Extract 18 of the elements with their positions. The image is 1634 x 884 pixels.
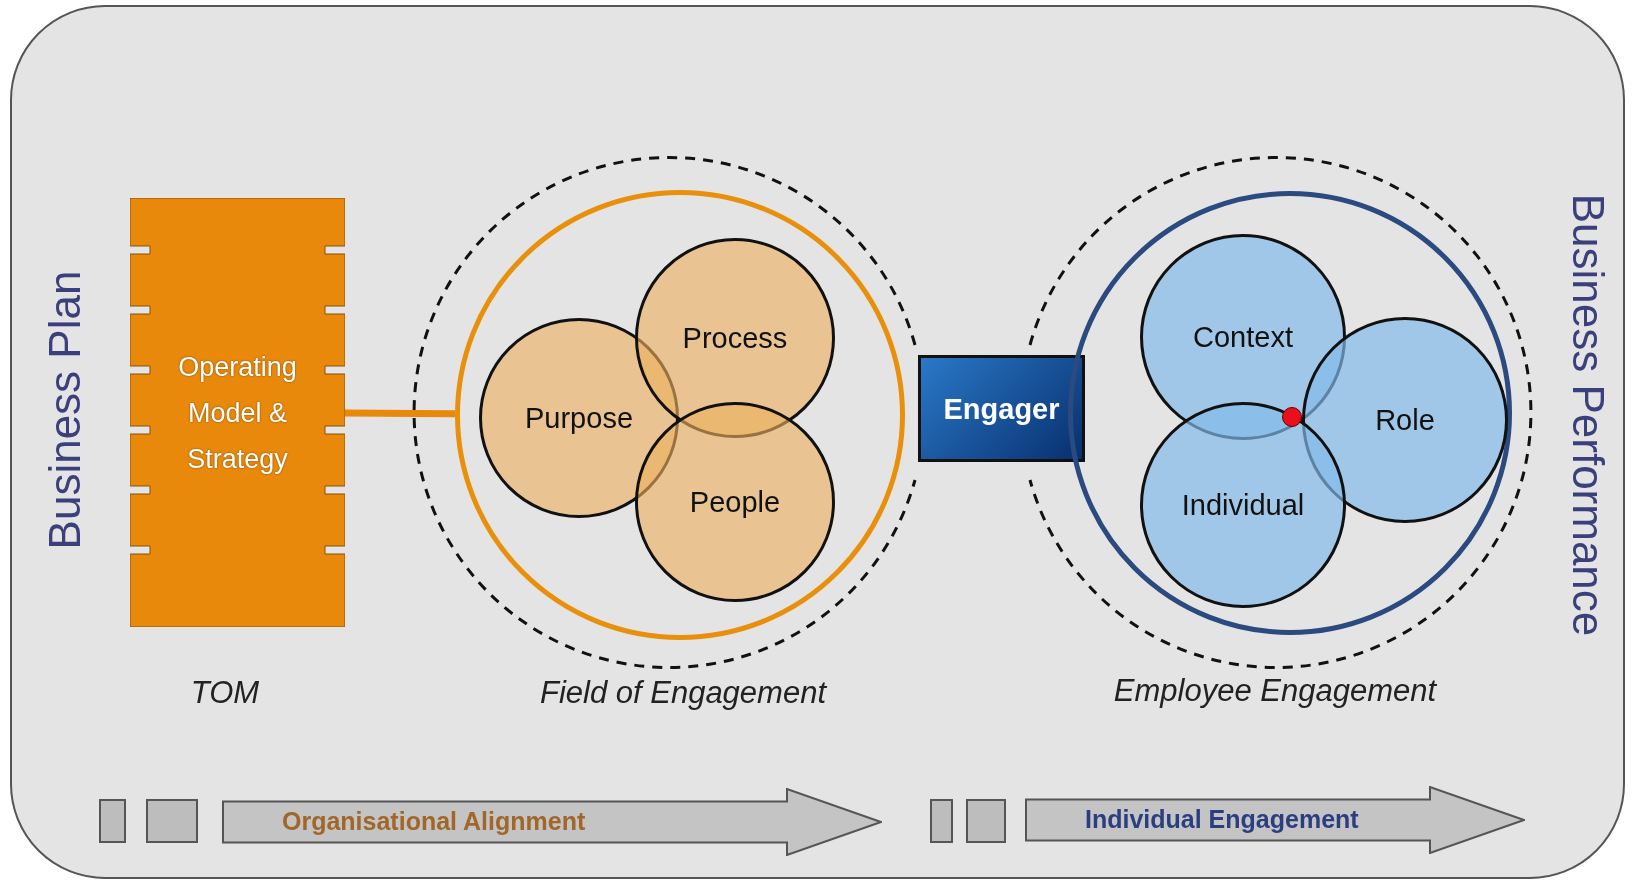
- node-label: Field of Engagement: [538, 675, 828, 711]
- circle-label: Role: [1375, 403, 1435, 437]
- connector-line: [345, 409, 456, 418]
- node-label: Employee Engagement: [1112, 673, 1438, 709]
- box-label: Engager: [943, 392, 1060, 425]
- outline-circle: [1068, 191, 1512, 635]
- arrow-label: Individual Engagement: [1085, 805, 1359, 834]
- box-label: Operating Model & Strategy: [177, 350, 298, 476]
- circle-label: Context: [1193, 320, 1293, 354]
- circle-label: Process: [682, 321, 788, 355]
- node-label: TOM: [189, 675, 261, 711]
- side-label: Business Plan: [40, 270, 90, 550]
- outline-circle: [455, 190, 905, 640]
- side-label: Business Performance: [1563, 193, 1613, 637]
- circle-label: People: [689, 485, 781, 519]
- circle-label: Individual: [1181, 488, 1305, 522]
- circle-label: Purpose: [525, 401, 633, 435]
- arrow-label: Organisational Alignment: [282, 807, 586, 836]
